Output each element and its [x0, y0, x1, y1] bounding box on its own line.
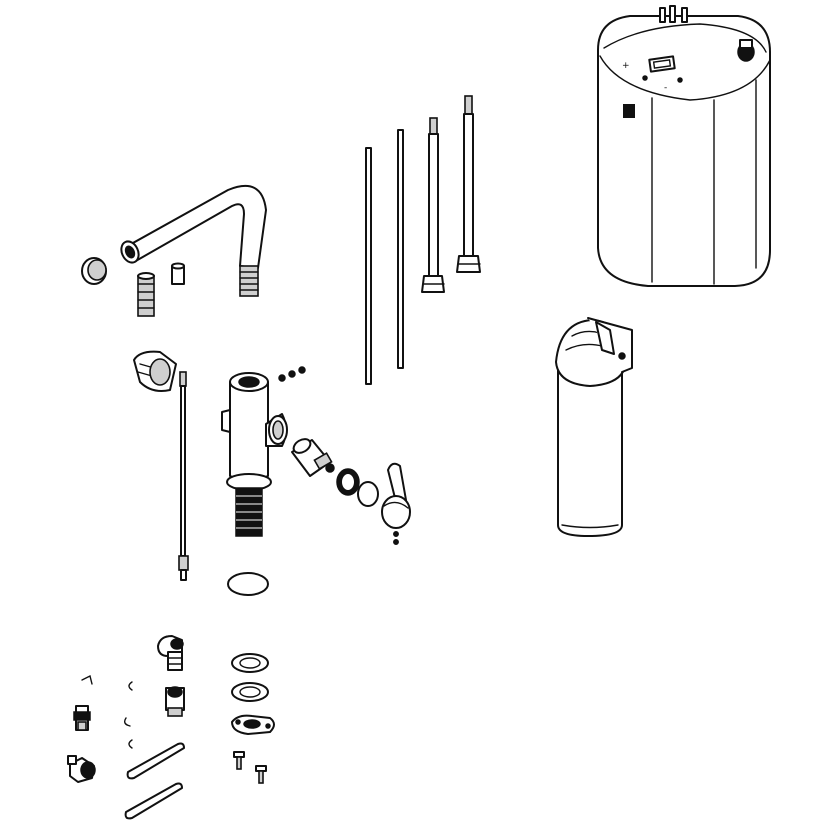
spout — [120, 185, 267, 297]
screw-1 — [233, 751, 245, 770]
mounting-plate — [231, 714, 275, 735]
pipe-2 — [124, 782, 183, 820]
aerator — [81, 257, 107, 285]
sleeve — [171, 262, 185, 285]
panel-minus-symbol: - — [664, 83, 667, 93]
lever-handle — [381, 462, 411, 545]
screw-2 — [255, 765, 267, 784]
thin-tubes — [365, 129, 404, 385]
flex-hose-right — [456, 95, 481, 273]
set-screws — [278, 366, 306, 382]
flex-hose-left — [421, 117, 445, 293]
straight-fitting — [165, 686, 185, 717]
water-filter — [555, 317, 633, 537]
elbow-fitting — [157, 635, 184, 671]
boiler-tank: + - — [597, 5, 771, 287]
base-o-ring — [227, 572, 269, 596]
threaded-nipple — [137, 272, 155, 317]
clips — [81, 674, 133, 749]
washer-1 — [231, 653, 269, 673]
cartridge-seals — [336, 468, 379, 507]
pipe-1 — [126, 742, 185, 780]
cartridge — [291, 438, 335, 477]
panel-plus-symbol: + — [622, 61, 630, 71]
angle-valve — [67, 755, 96, 783]
valve-body — [133, 350, 288, 537]
washer-2 — [231, 682, 269, 702]
long-thin-hose — [178, 371, 189, 581]
push-fit-connector — [73, 705, 91, 731]
